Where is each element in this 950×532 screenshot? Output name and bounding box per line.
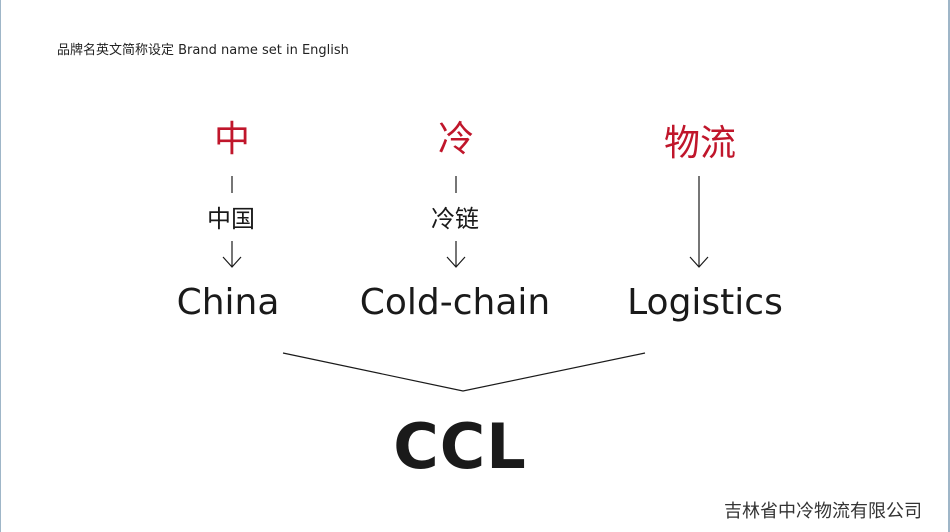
term-lenglian: 冷链: [431, 205, 479, 233]
arrow-china-head: [222, 256, 242, 268]
merge-lines: [282, 352, 646, 392]
header-title: 品牌名英文简称设定 Brand name set in English: [57, 43, 349, 58]
term-cold-chain: Cold-chain: [359, 282, 551, 323]
arrow-logistics-head: [689, 256, 709, 268]
term-leng: 冷: [437, 119, 474, 160]
term-logistics: Logistics: [627, 282, 783, 323]
arrow-cold-chain-head: [446, 256, 466, 268]
term-china: China: [176, 282, 280, 323]
frame-border-left: [0, 0, 1, 532]
company-name: 吉林省中冷物流有限公司: [724, 501, 922, 522]
acronym-ccl: CCL: [393, 410, 527, 483]
term-zhongguo: 中国: [207, 205, 255, 233]
frame-border-right: [948, 0, 950, 532]
term-zhong: 中: [213, 119, 250, 160]
term-wuliu: 物流: [663, 123, 736, 164]
